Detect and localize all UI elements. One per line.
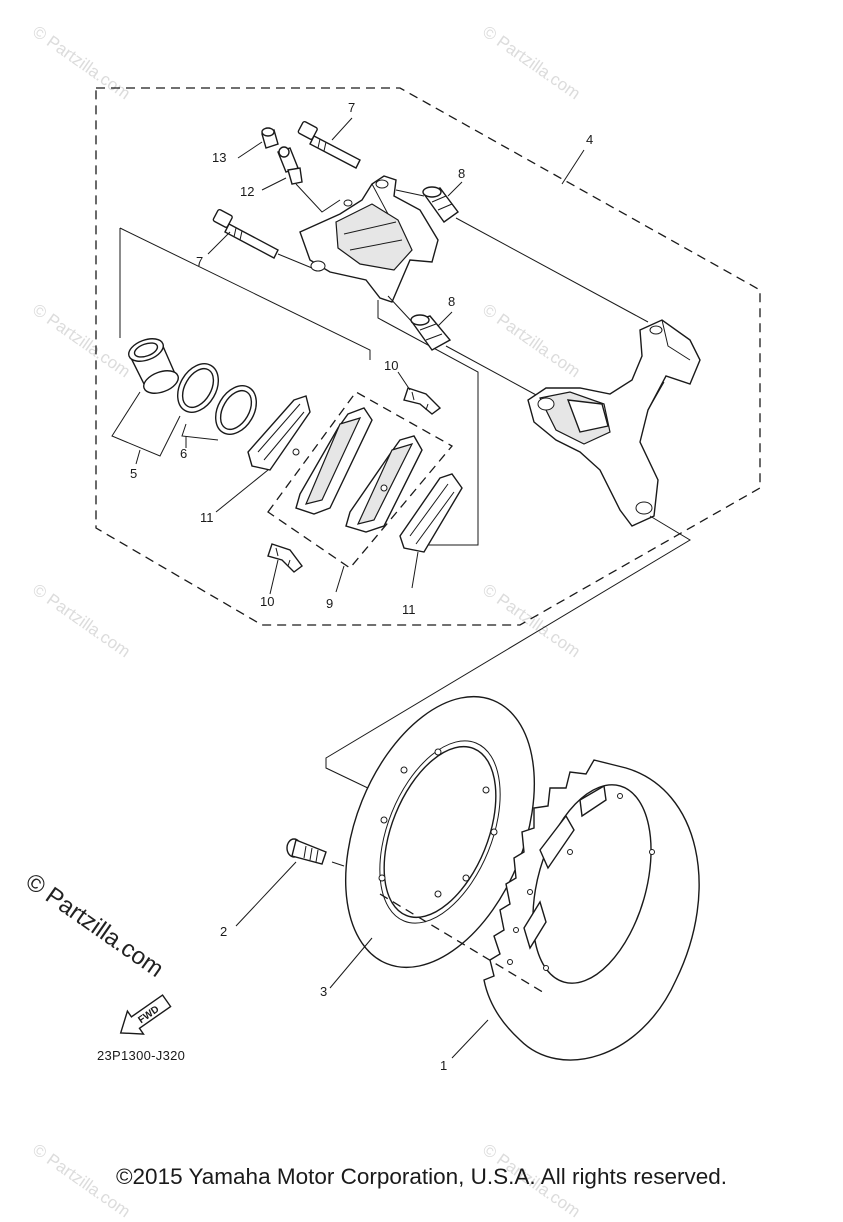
copyright-notice: ©2015 Yamaha Motor Corporation, U.S.A. A…	[115, 1164, 728, 1189]
callout-1: 1	[440, 1058, 447, 1073]
leader	[561, 149, 585, 185]
axis-line	[445, 345, 539, 397]
pad-kit-bracket	[377, 300, 479, 546]
callout-13: 13	[212, 150, 226, 165]
axis-line	[455, 217, 649, 323]
callout-11-right: 11	[402, 602, 416, 617]
callout-8-lower: 8	[448, 294, 455, 309]
axis-line	[395, 189, 425, 197]
axis-line	[325, 515, 691, 791]
leader	[335, 565, 345, 593]
leader	[411, 551, 419, 589]
brake-disc-rear	[483, 759, 700, 1061]
axis-line	[387, 295, 415, 325]
brake-pad-left	[295, 407, 373, 515]
leader	[111, 391, 181, 457]
brake-pad-right	[345, 435, 423, 533]
leader	[207, 231, 231, 255]
leader	[181, 423, 219, 441]
leader	[331, 861, 345, 867]
callout-12: 12	[240, 184, 254, 199]
caliper-bolt-upper	[297, 120, 361, 169]
callout-5: 5	[130, 466, 137, 481]
bleed-screw	[277, 146, 303, 185]
leader	[451, 1019, 489, 1059]
leader	[397, 371, 411, 391]
dust-seal	[215, 385, 257, 435]
leader	[329, 937, 373, 989]
callout-10-lower: 10	[260, 594, 274, 609]
bleed-screw-cap	[261, 127, 279, 149]
caliper-body	[299, 175, 439, 303]
axis-line	[295, 183, 341, 213]
caliper-bracket	[527, 319, 701, 527]
brake-pad-set-outline	[267, 391, 454, 569]
leader	[261, 177, 287, 191]
caliper-assembly-outline	[95, 87, 761, 626]
callout-6: 6	[180, 446, 187, 461]
callout-10-upper: 10	[384, 358, 398, 373]
callout-8-upper: 8	[458, 166, 465, 181]
caliper-piston	[128, 338, 179, 394]
leader	[235, 861, 297, 927]
fwd-arrow-icon: FWD	[119, 994, 172, 1035]
caliper-bolt-lower	[212, 208, 279, 259]
figure-code: 23P1300-J320	[97, 1048, 186, 1063]
disc-bolt	[286, 838, 327, 865]
pad-clip-lower	[267, 543, 303, 573]
pad-clip-upper	[403, 387, 442, 415]
callout-2: 2	[220, 924, 227, 939]
leader	[269, 559, 279, 595]
callout-11-left: 11	[200, 510, 214, 525]
slide-pin-boot-lower	[410, 314, 452, 351]
leader	[237, 141, 263, 159]
leader	[331, 117, 353, 141]
callout-3: 3	[320, 984, 327, 999]
seal-kit-bracket	[119, 227, 371, 360]
pad-shim-left	[247, 395, 311, 471]
piston-seal	[177, 363, 219, 413]
axis-line	[379, 893, 547, 995]
axis-line	[277, 253, 313, 269]
callout-7-upper: 7	[348, 100, 355, 115]
leader	[447, 181, 463, 197]
leader	[135, 449, 141, 465]
slide-pin-boot-upper	[422, 186, 459, 223]
brake-disc-front	[344, 695, 536, 969]
leader	[437, 311, 453, 327]
pad-shim-right	[399, 473, 463, 553]
leader	[215, 469, 269, 513]
callout-9: 9	[326, 596, 333, 611]
callout-4: 4	[586, 132, 593, 147]
callout-7-lower: 7	[196, 254, 203, 269]
